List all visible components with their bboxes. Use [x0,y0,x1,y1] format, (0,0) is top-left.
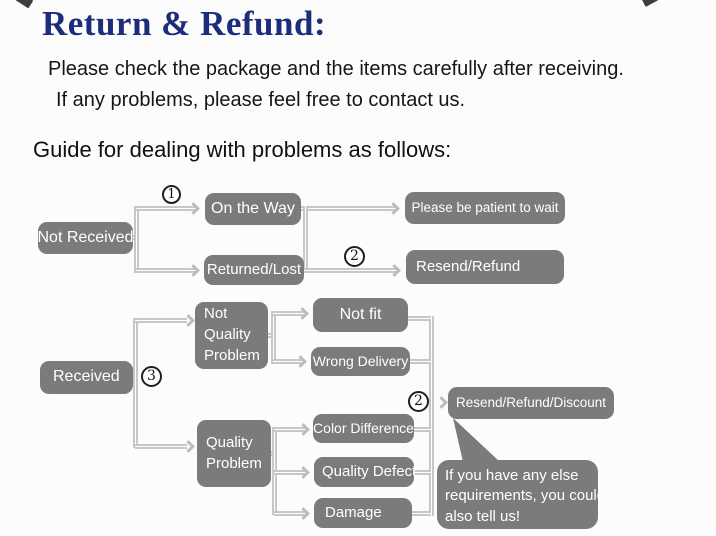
connector-quality-defect-out [413,470,431,475]
arrow-right-icon [296,307,309,320]
node-damage: Damage [314,498,412,528]
node-received: Received [40,361,133,394]
speech-bubble: If you have any else requirements, you c… [437,460,606,529]
connector-not-fit-out [407,316,431,321]
connector-to-wrong-delivery [273,359,303,364]
node-line: Quality [204,326,251,344]
node-not-received: Not Received [37,222,134,254]
connector-nqp-split [271,311,276,364]
page-title: Return & Refund: [42,4,327,43]
connector-to-be-patient [301,206,396,211]
arrow-right-icon [387,202,400,215]
connector-to-returned-lost [136,268,196,273]
connector-to-on-the-way [136,206,196,211]
connector-right-split [303,206,308,273]
speech-bubble-tail [453,418,500,462]
bubble-line: also tell us! [445,507,521,525]
node-not-fit: Not fit [313,298,408,332]
node-line: Problem [206,454,262,472]
arrow-right-icon [435,396,448,409]
step-badge-1: 1 [162,185,181,204]
intro-line-2: If any problems, please feel free to con… [56,89,466,111]
node-returned-lost: Returned/Lost [204,255,304,285]
arrow-right-icon [294,355,307,368]
connector-color-difference-out [413,427,431,432]
node-resend-refund-discount: Resend/Refund/Discount [448,387,614,419]
photo-artifact-left [15,0,34,9]
node-quality-defect: Quality Defect [314,457,416,487]
node-line: Quality [206,433,253,451]
connector-not-received-split [134,206,139,273]
arrow-right-icon [388,264,401,277]
node-color-difference: Color Difference [313,414,414,443]
step-badge-3: 3 [141,366,162,387]
node-not-quality-problem: Not Quality Problem [195,302,268,369]
step-badge-2-top: 2 [344,246,365,267]
connector-to-color-difference [274,427,306,432]
photo-artifact-right [641,0,659,7]
node-resend-refund: Resend/Refund [406,250,564,284]
node-on-the-way: On the Way [205,193,301,225]
node-line: Problem [204,346,260,364]
connector-to-quality-defect [274,470,306,475]
node-wrong-delivery: Wrong Delivery [311,347,410,376]
arrow-right-icon [297,466,310,479]
arrow-right-icon [187,202,200,215]
node-quality-problem: Quality Problem [197,420,271,487]
arrow-right-icon [297,507,310,520]
bubble-line: If you have any else [445,467,579,484]
connector-to-not-quality [135,318,187,323]
connector-damage-out [411,511,431,516]
connector-to-quality-problem [135,444,187,449]
connector-not-received-stub [128,235,138,240]
connector-received-split [133,318,138,448]
step-badge-2-bottom: 2 [408,391,429,412]
intro-line-1: Please check the package and the items c… [48,58,624,80]
connector-to-resend-refund [304,268,398,273]
arrow-right-icon [187,264,200,277]
arrow-right-icon [182,314,195,327]
guide-heading: Guide for dealing with problems as follo… [33,137,452,162]
arrow-right-icon [182,440,195,453]
connector-converge-rail [429,316,434,516]
arrow-right-icon [297,423,310,436]
connector-to-damage [274,511,306,516]
node-line: Not [204,305,228,323]
bubble-line: requirements, you could [445,487,606,505]
node-be-patient: Please be patient to wait [405,192,565,224]
connector-wrong-delivery-out [409,359,431,364]
connector-to-not-fit [273,311,305,316]
